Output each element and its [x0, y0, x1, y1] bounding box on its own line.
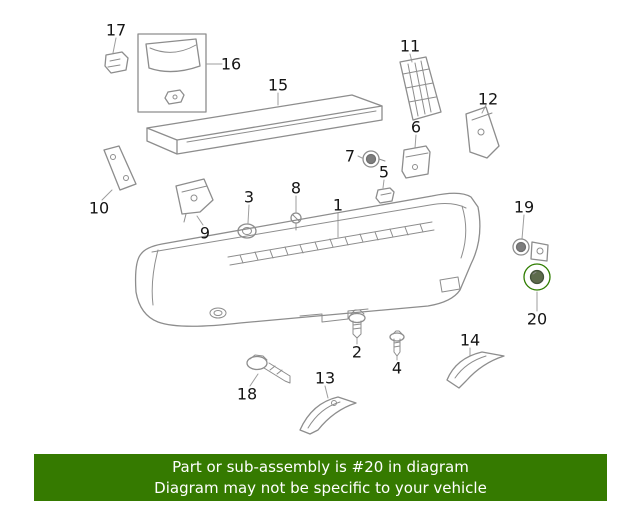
- part-label-1[interactable]: 1: [332, 195, 344, 215]
- banner-line2: Diagram may not be specific to your vehi…: [154, 478, 487, 497]
- part-20-drawing: [523, 263, 551, 291]
- part-11-drawing: [399, 56, 442, 121]
- part-1-drawing: [134, 192, 481, 327]
- highlighted-part-marker: [523, 263, 551, 291]
- part-16-drawing: [137, 33, 207, 113]
- part-label-10[interactable]: 10: [88, 198, 110, 218]
- part-7-drawing: [362, 150, 386, 168]
- part-label-3[interactable]: 3: [243, 187, 255, 207]
- part-4-drawing: [389, 330, 405, 357]
- part-label-17[interactable]: 17: [105, 20, 127, 40]
- part-label-15[interactable]: 15: [267, 75, 289, 95]
- part-17-drawing: [104, 51, 129, 74]
- part-5-drawing: [375, 187, 395, 204]
- part-label-12[interactable]: 12: [477, 89, 499, 109]
- part-14-drawing: [446, 351, 505, 389]
- part-label-2[interactable]: 2: [351, 342, 363, 362]
- part-label-7[interactable]: 7: [344, 146, 356, 166]
- part-6-drawing: [401, 145, 431, 179]
- part-label-9[interactable]: 9: [199, 223, 211, 243]
- part-18-drawing: [246, 354, 291, 384]
- part-10-drawing: [103, 145, 137, 191]
- part-label-20[interactable]: 20: [526, 309, 548, 329]
- part-15-drawing: [146, 94, 383, 155]
- part-label-19[interactable]: 19: [513, 197, 535, 217]
- part-13-drawing: [299, 396, 357, 435]
- part-label-5[interactable]: 5: [378, 162, 390, 182]
- part-label-16[interactable]: 16: [220, 54, 242, 74]
- part-12-drawing: [465, 106, 500, 159]
- part-label-18[interactable]: 18: [236, 384, 258, 404]
- part-label-4[interactable]: 4: [391, 358, 403, 378]
- part-label-11[interactable]: 11: [399, 36, 421, 56]
- part-9-drawing: [175, 178, 214, 223]
- highlight-banner: Part or sub-assembly is #20 in diagram D…: [34, 454, 607, 501]
- part-label-8[interactable]: 8: [290, 178, 302, 198]
- part-19-drawing: [512, 238, 549, 262]
- part-2-drawing: [348, 309, 366, 339]
- part-label-6[interactable]: 6: [410, 117, 422, 137]
- part-label-13[interactable]: 13: [314, 368, 336, 388]
- leader-lines: [101, 37, 538, 399]
- part-label-14[interactable]: 14: [459, 330, 481, 350]
- banner-line1: Part or sub-assembly is #20 in diagram: [172, 457, 469, 476]
